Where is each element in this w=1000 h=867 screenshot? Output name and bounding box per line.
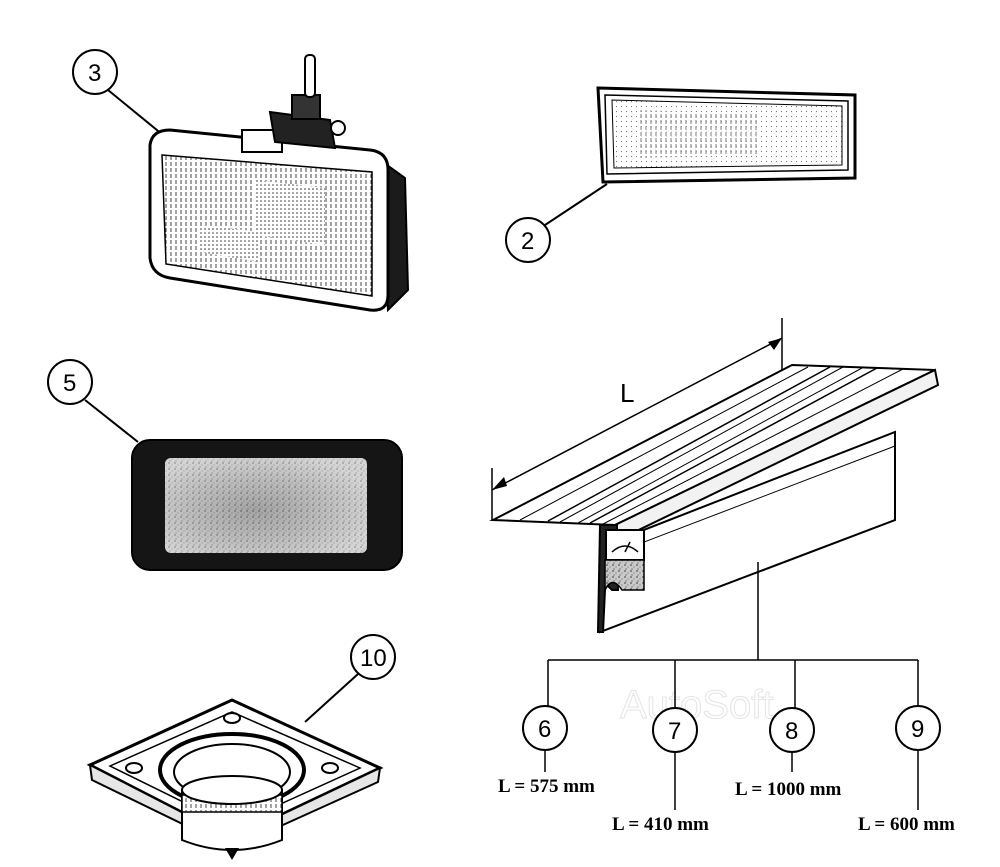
callout-10-leader — [304, 673, 359, 723]
length-6: L = 575 mm — [498, 776, 595, 797]
callout-5-circle — [47, 359, 93, 405]
callout-10-label: 10 — [360, 645, 387, 672]
callout-2-label: 2 — [521, 228, 534, 255]
part-3-fog-lamp: 3 — [72, 49, 410, 313]
part-10-mount: 10 — [86, 634, 396, 860]
callout-2-circle — [505, 217, 551, 263]
part-2-rectangular-light: 2 — [505, 86, 857, 263]
callout-3-label: 3 — [88, 60, 101, 87]
part-5-lamp: 5 — [47, 359, 403, 571]
callout-9-label: 9 — [911, 716, 924, 743]
callout-3-leader — [107, 89, 164, 136]
dimension-label: L — [620, 378, 634, 408]
length-variants: 6 L = 575 mm 7 L = 410 mm 8 L = 1000 mm … — [498, 562, 955, 835]
callout-2-leader — [544, 183, 608, 226]
callout-5-label: 5 — [63, 370, 76, 397]
callout-8-label: 8 — [785, 718, 798, 745]
step-profile: L — [489, 318, 940, 634]
callout-3-circle — [72, 49, 118, 95]
watermark: AutoSoft — [620, 683, 773, 727]
callout-10-circle — [350, 634, 396, 680]
callout-5-leader — [84, 399, 139, 443]
length-8: L = 1000 mm — [735, 779, 842, 800]
dimension-line — [491, 337, 783, 491]
length-7: L = 410 mm — [612, 814, 709, 835]
callout-6-label: 6 — [538, 716, 551, 743]
length-9: L = 600 mm — [858, 814, 955, 835]
callout-7-label: 7 — [668, 718, 681, 745]
